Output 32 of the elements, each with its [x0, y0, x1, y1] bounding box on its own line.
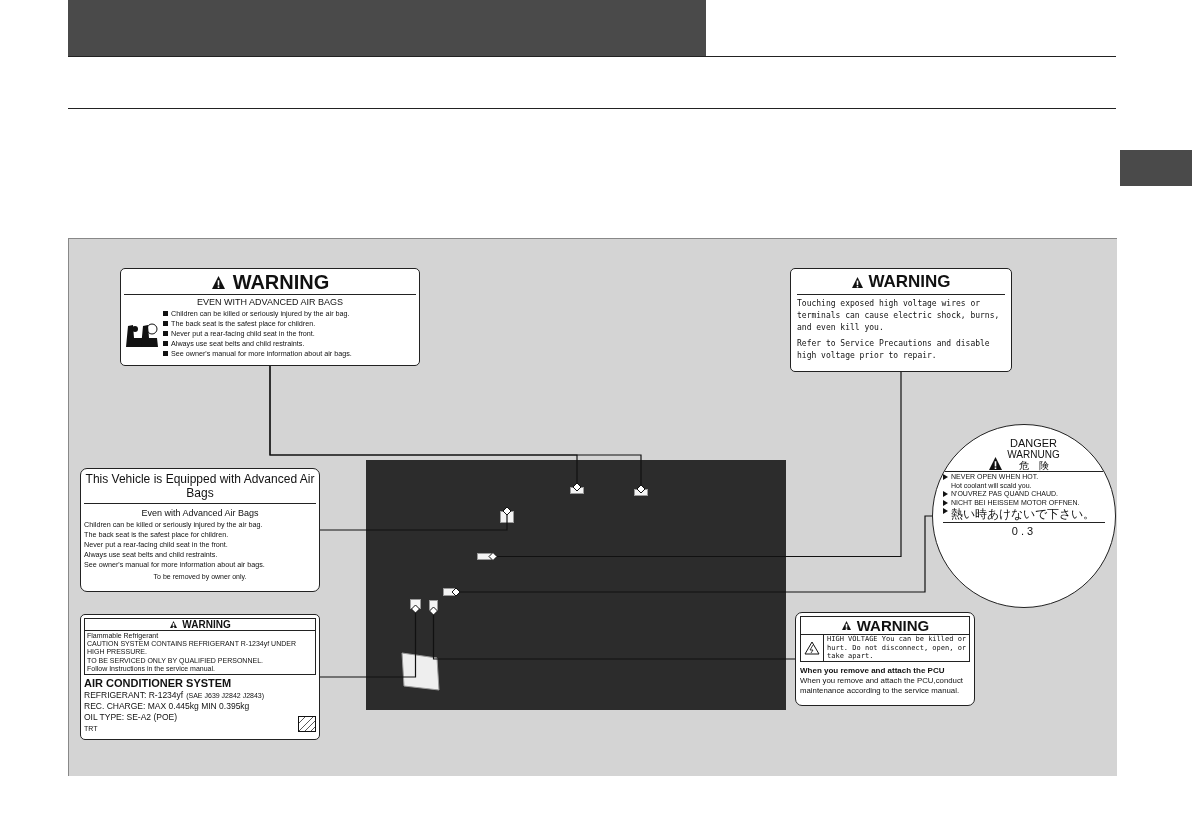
marker-tag — [477, 553, 493, 560]
photo-area — [366, 460, 786, 710]
spec-text: REC. CHARGE: MAX 0.445kg MIN 0.395kg — [84, 701, 251, 712]
label-heading: 危 険 — [1017, 460, 1050, 471]
label-heading: This Vehicle is Equipped with Advanced Air Bags — [84, 472, 316, 504]
label-subheading: Even with Advanced Air Bags — [140, 508, 260, 518]
warning-text: Touching exposed high voltage wires or terminals can cause electric shock, burns, and even kill you. — [797, 298, 1001, 334]
leader-line — [429, 606, 796, 660]
spec-text: OIL TYPE: SE-A2 (POE) — [84, 712, 178, 723]
label-heading: WARNING — [182, 619, 231, 630]
leader-line — [269, 365, 646, 494]
code-text: 0.3 — [1010, 525, 1038, 537]
marker-tag — [443, 588, 456, 596]
leader-line — [451, 515, 933, 597]
label-heading: WARNUNG — [1007, 449, 1060, 460]
warning-text: 熱い時あけないで下さい。 — [951, 507, 1095, 521]
leader-line — [319, 506, 512, 531]
leader-line — [488, 371, 902, 561]
leader-line — [319, 604, 420, 678]
spec-text: REFRIGERANT: R-1234yf — [84, 690, 184, 701]
label-heading: WARNING — [856, 617, 930, 634]
marker-tag — [410, 599, 421, 609]
marker-tag — [634, 489, 648, 496]
label-subheading: EVEN WITH ADVANCED AIR BAGS — [196, 297, 344, 307]
label-heading: DANGER — [1008, 437, 1059, 449]
marker-tag — [570, 487, 584, 494]
warning-text: Refer to Service Precautions and disable high voltage prior to repair. — [797, 338, 991, 362]
label-heading: WARNING — [232, 272, 330, 292]
label-heading: WARNING — [868, 272, 951, 292]
label-heading: AIR CONDITIONER SYSTEM — [84, 677, 233, 690]
marker-tag — [429, 600, 438, 611]
instruction-heading: When you remove and attach the PCU — [800, 665, 946, 676]
